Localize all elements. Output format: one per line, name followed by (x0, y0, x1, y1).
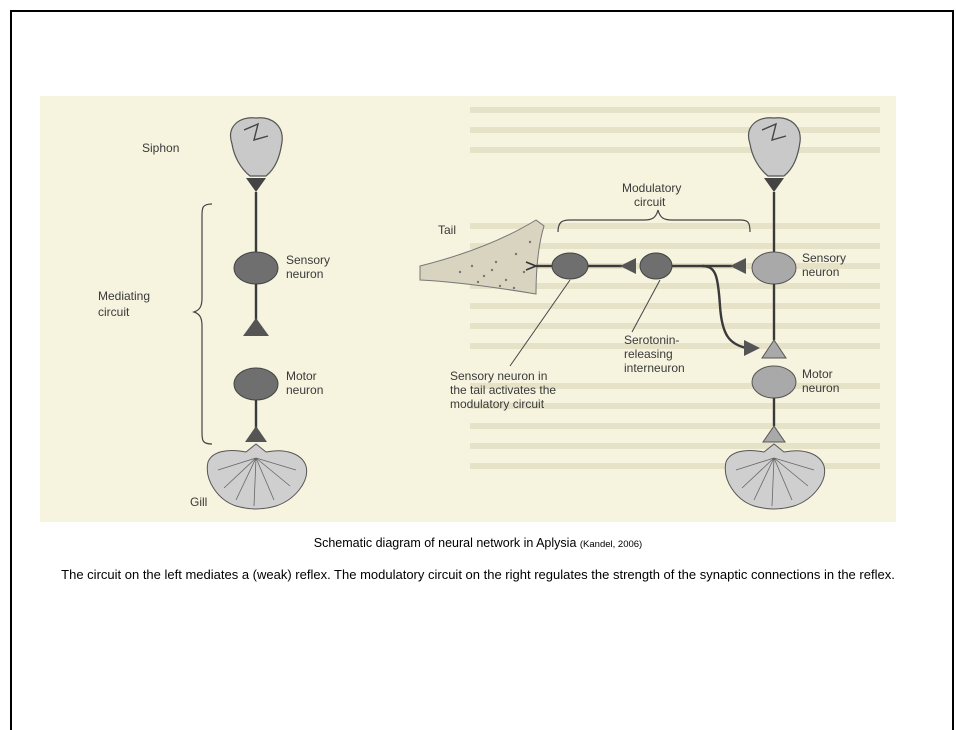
right-sensory-neuron (752, 252, 796, 284)
tail-label: Tail (438, 223, 456, 237)
modulatory-circuit-label: Modulatory (622, 181, 681, 195)
interneuron-to-sensory-terminal (730, 258, 746, 274)
mediating-circuit-brace (194, 204, 212, 444)
left-sensory-neuron-label-2: neuron (286, 267, 323, 281)
caption-citation: (Kandel, 2006) (580, 539, 642, 550)
right-motor-neuron (752, 366, 796, 398)
modulatory-circuit-label-2: circuit (634, 195, 666, 209)
left-sensory-neuron-label: Sensory (286, 253, 330, 267)
left-motor-terminal (245, 426, 267, 442)
left-synapse-terminal (243, 318, 269, 336)
tail-sensory-neuron-label-3: modulatory circuit (450, 397, 545, 411)
serotonin-interneuron-label: Serotonin- (624, 333, 679, 347)
siphon-label: Siphon (142, 141, 179, 155)
right-sensory-neuron-label: Sensory (802, 251, 846, 265)
right-motor-neuron-label: Motor (802, 367, 833, 381)
tail-sensory-neuron-label-2: the tail activates the (450, 383, 556, 397)
left-gill-icon (207, 444, 306, 509)
right-sensory-neuron-label-2: neuron (802, 265, 839, 279)
left-sensory-neuron (234, 252, 278, 284)
left-siphon-icon (231, 118, 283, 176)
serotonin-interneuron (640, 253, 672, 279)
mediating-circuit-label-2: circuit (98, 305, 130, 319)
aplysia-figure: Siphon Mediating circuit Sensory neuron … (40, 96, 896, 522)
tail-sensory-neuron (552, 253, 588, 279)
left-siphon-terminal (246, 178, 266, 192)
right-gill-icon (725, 444, 824, 509)
figure-caption: Schematic diagram of neural network in A… (20, 536, 936, 550)
mediating-circuit-label: Mediating (98, 289, 150, 303)
left-motor-neuron (234, 368, 278, 400)
neural-circuit-diagram: Siphon Mediating circuit Sensory neuron … (40, 96, 896, 522)
gill-label: Gill (190, 495, 207, 509)
right-siphon-terminal (764, 178, 784, 192)
left-motor-neuron-label-2: neuron (286, 383, 323, 397)
interneuron-branch-terminal (744, 340, 760, 356)
caption-title: Schematic diagram of neural network in A… (314, 536, 577, 550)
interneuron-input-terminal (620, 258, 636, 274)
caption-body: The circuit on the left mediates a (weak… (20, 566, 936, 584)
tail-sensory-neuron-label: Sensory neuron in (450, 369, 547, 383)
serotonin-interneuron-label-3: interneuron (624, 361, 685, 375)
serotonin-interneuron-label-2: releasing (624, 347, 673, 361)
left-motor-neuron-label: Motor (286, 369, 317, 383)
right-motor-neuron-label-2: neuron (802, 381, 839, 395)
right-siphon-icon (749, 118, 801, 176)
